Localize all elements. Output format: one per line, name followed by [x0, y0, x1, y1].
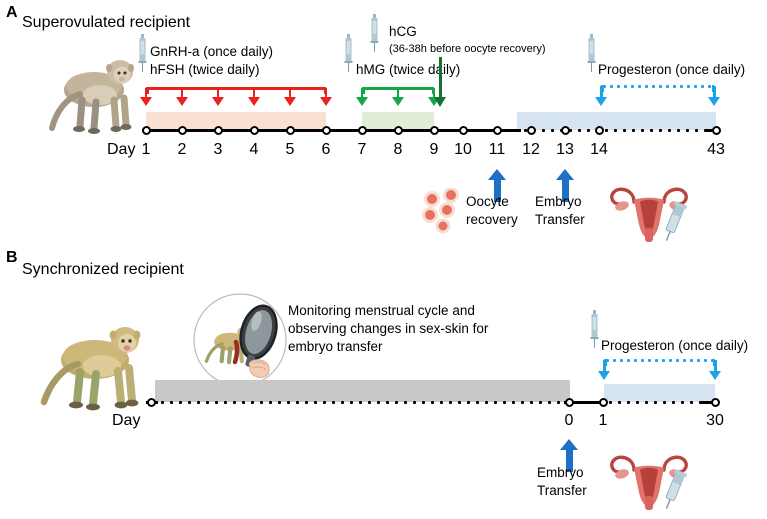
day-node[interactable] — [429, 126, 439, 135]
timeline-b-progesteron-dotted-segment — [606, 401, 704, 404]
day-node[interactable] — [357, 126, 367, 135]
day-axis-label: Day — [107, 141, 136, 158]
syringe-icon — [587, 34, 596, 72]
band-progesteron — [517, 112, 716, 130]
day-node[interactable] — [564, 398, 574, 407]
day-tick-label: 12 — [522, 141, 540, 158]
treatment-label-gnrh: GnRH-a (once daily) — [150, 44, 274, 59]
treatment-label-progesteron: Progesteron (once daily) — [601, 338, 749, 353]
day-node[interactable] — [285, 126, 295, 135]
treatment-label-hcg: hCG — [389, 24, 417, 39]
macaque-icon — [49, 60, 134, 134]
day-node[interactable] — [711, 126, 721, 135]
day-node[interactable] — [526, 126, 536, 135]
day-tick-label: 1 — [598, 412, 608, 429]
day-tick-label: 30 — [706, 412, 724, 429]
syringe-icon — [344, 34, 353, 72]
day-axis-label: Day — [112, 412, 141, 429]
timeline-a-dotted-segment — [521, 129, 716, 132]
treatment-label-hfsh: hFSH (twice daily) — [150, 62, 260, 77]
event-label-embryo-transfer-line2: Transfer — [535, 212, 585, 227]
panel-a-letter: A — [6, 4, 18, 21]
day-node[interactable] — [594, 126, 604, 135]
day-tick-label: 1 — [141, 141, 151, 158]
day-tick-label: 8 — [393, 141, 403, 158]
uterus-syringe-icon — [610, 187, 688, 242]
treatment-sublabel-hcg: (36-38h before oocyte recovery) — [389, 43, 546, 55]
band-monitoring — [155, 380, 570, 402]
day-tick-label: 3 — [213, 141, 223, 158]
magnifier-monkey-icon — [193, 293, 287, 387]
uterus-syringe-icon — [610, 455, 688, 510]
oocytes-icon — [422, 188, 459, 234]
day-node[interactable] — [146, 398, 156, 407]
day-tick-label: 6 — [321, 141, 331, 158]
treatment-label-progesteron: Progesteron (once daily) — [598, 62, 746, 77]
timeline-b-end-segment — [700, 401, 718, 404]
day-tick-label: 13 — [556, 141, 574, 158]
syringe-icon — [138, 34, 147, 72]
monitoring-note-line2: observing changes in sex-skin for — [288, 321, 489, 336]
day-node[interactable] — [710, 398, 720, 407]
day-tick-label: 11 — [488, 141, 506, 158]
treatment-label-hmg: hMG (twice daily) — [356, 62, 461, 77]
panel-b-title: Synchronized recipient — [22, 261, 184, 278]
day-node[interactable] — [598, 398, 608, 407]
event-label-oocyte-recovery-line1: Oocyte — [466, 194, 509, 209]
day-tick-label: 10 — [454, 141, 472, 158]
timeline-b-transfer-segment — [564, 401, 606, 404]
monitoring-note-line3: embryo transfer — [288, 339, 383, 354]
event-label-oocyte-recovery-line2: recovery — [466, 212, 518, 227]
syringe-icon — [370, 14, 379, 52]
day-node[interactable] — [393, 126, 403, 135]
band-hmg — [362, 112, 434, 130]
timeline-a-solid-segment — [142, 129, 521, 132]
event-label-embryo-transfer-line1: Embryo — [537, 465, 584, 480]
day-node[interactable] — [458, 126, 468, 135]
day-tick-label: 14 — [590, 141, 608, 158]
day-tick-label: 4 — [249, 141, 259, 158]
panel-b-letter: B — [6, 249, 18, 266]
event-label-embryo-transfer-line2: Transfer — [537, 483, 587, 498]
day-node[interactable] — [141, 126, 151, 135]
day-node[interactable] — [560, 126, 570, 135]
day-tick-label: 43 — [707, 141, 725, 158]
panel-a-title: Superovulated recipient — [22, 14, 191, 31]
day-tick-label: 5 — [285, 141, 295, 158]
day-node[interactable] — [492, 126, 502, 135]
day-node[interactable] — [213, 126, 223, 135]
event-label-embryo-transfer-line1: Embryo — [535, 194, 582, 209]
day-tick-label: 0 — [564, 412, 574, 429]
day-node[interactable] — [177, 126, 187, 135]
monitoring-note-line1: Monitoring menstrual cycle and — [288, 303, 475, 318]
syringe-icon — [590, 310, 599, 348]
day-tick-label: 9 — [429, 141, 439, 158]
band-gnrh-hfsh — [146, 112, 326, 130]
day-tick-label: 7 — [357, 141, 367, 158]
macaque-icon — [40, 327, 141, 411]
band-progesteron — [604, 384, 715, 402]
day-node[interactable] — [321, 126, 331, 135]
day-tick-label: 2 — [177, 141, 187, 158]
timeline-b-dotted-segment — [158, 401, 566, 404]
day-node[interactable] — [249, 126, 259, 135]
